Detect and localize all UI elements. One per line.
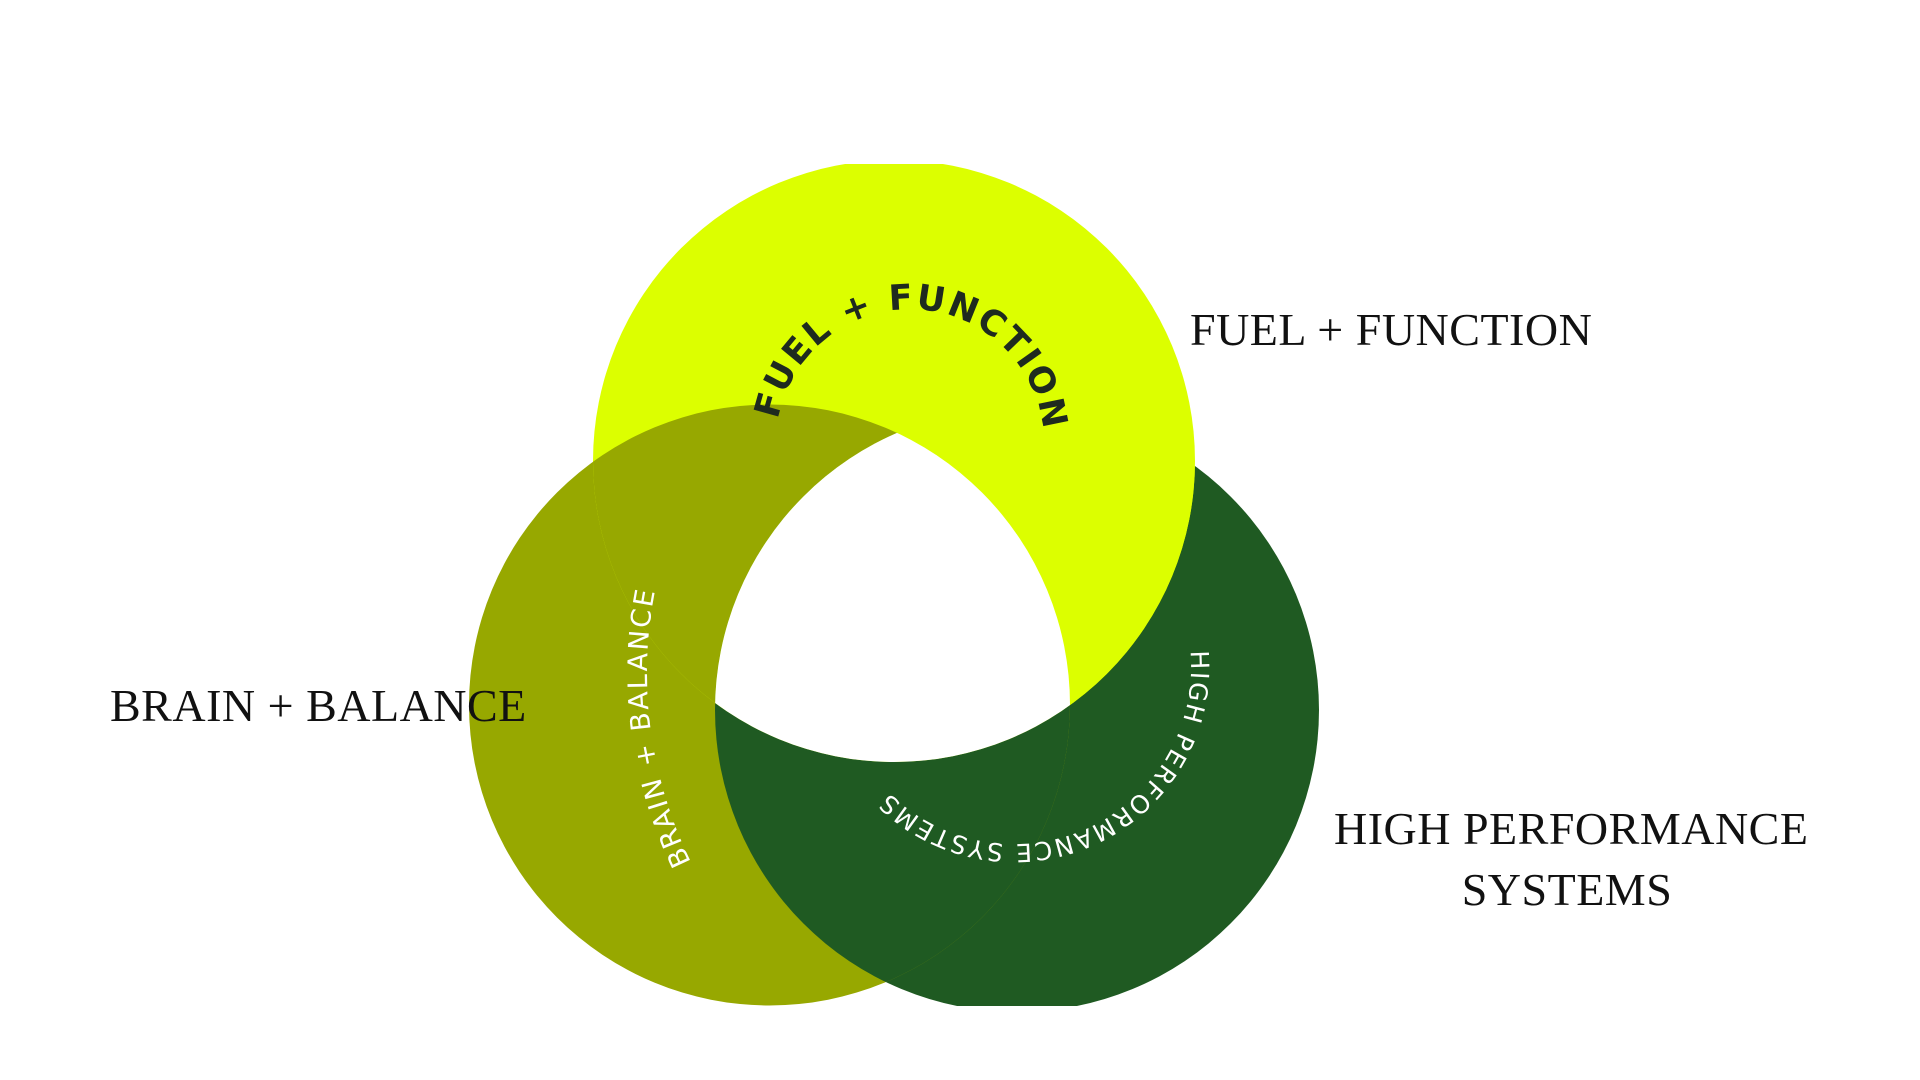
rings-group: FUEL + FUNCTION BRAIN + BALANCE HIGH PER… [469,164,1319,1006]
label-fuel-function: FUEL + FUNCTION [1190,304,1593,355]
label-high-line-2: SYSTEMS [1461,864,1673,915]
label-high-line-1: HIGH PERFORMANCE [1334,803,1809,854]
label-high-performance-systems: HIGH PERFORMANCE SYSTEMS [1334,798,1809,920]
center-hole [715,408,1070,762]
label-brain-balance: BRAIN + BALANCE [110,680,527,731]
